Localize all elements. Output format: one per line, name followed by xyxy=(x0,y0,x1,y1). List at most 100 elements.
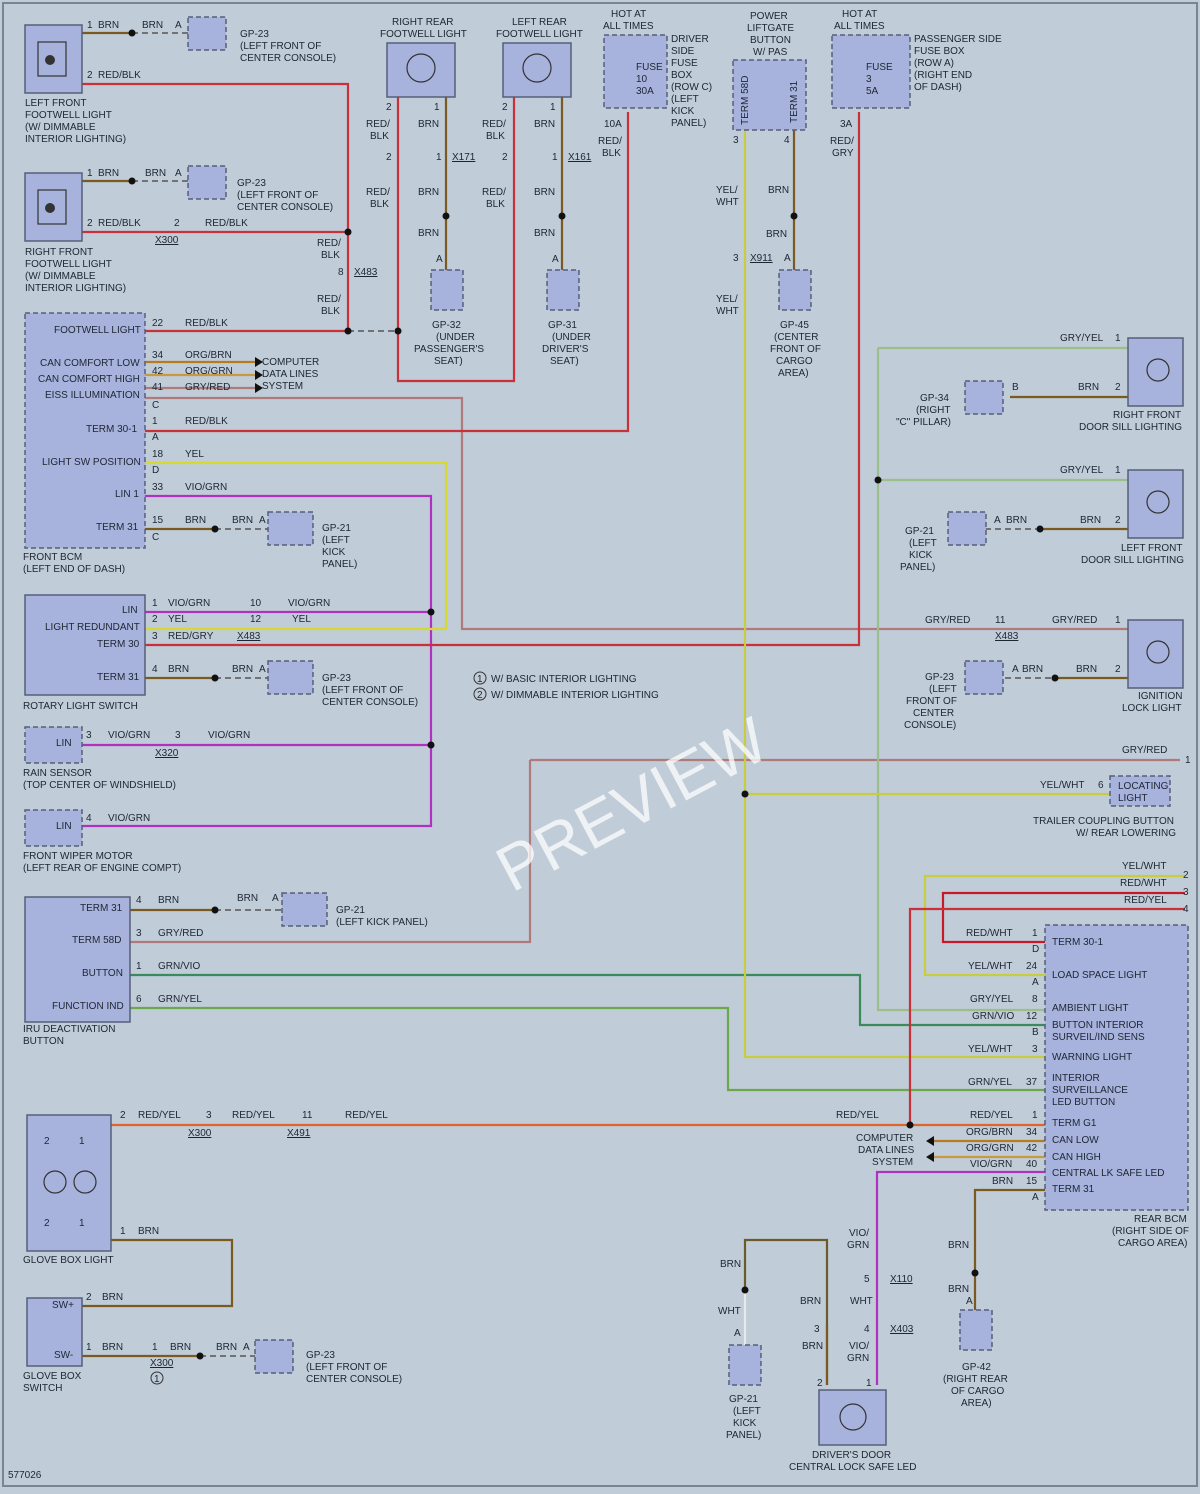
svg-text:YEL/WHT: YEL/WHT xyxy=(968,1044,1012,1055)
rotary-light-switch-box xyxy=(24,594,146,696)
svg-text:CONSOLE): CONSOLE) xyxy=(904,720,956,731)
svg-text:BLK: BLK xyxy=(321,306,340,317)
svg-text:RED/GRY: RED/GRY xyxy=(168,631,214,642)
svg-text:10A: 10A xyxy=(604,119,622,130)
svg-text:SIDE: SIDE xyxy=(671,46,695,57)
svg-text:AREA): AREA) xyxy=(778,368,809,379)
svg-text:GP-21: GP-21 xyxy=(905,526,934,537)
svg-text:GLOVE BOX LIGHT: GLOVE BOX LIGHT xyxy=(23,1255,114,1266)
svg-text:A: A xyxy=(1032,977,1039,988)
svg-text:BRN: BRN xyxy=(1076,664,1097,675)
svg-text:X320: X320 xyxy=(155,748,179,759)
svg-text:CENTER CONSOLE): CENTER CONSOLE) xyxy=(237,202,333,213)
svg-text:GP-34: GP-34 xyxy=(920,393,949,404)
svg-text:A: A xyxy=(966,1296,973,1307)
svg-text:VIO/: VIO/ xyxy=(849,1341,869,1352)
svg-text:FOOTWELL LIGHT: FOOTWELL LIGHT xyxy=(380,29,467,40)
svg-text:BRN: BRN xyxy=(800,1296,821,1307)
svg-text:2: 2 xyxy=(502,102,508,113)
svg-text:2: 2 xyxy=(87,70,93,81)
svg-text:RED/BLK: RED/BLK xyxy=(185,416,228,427)
svg-text:W/ REAR LOWERING: W/ REAR LOWERING xyxy=(1076,828,1176,839)
svg-text:FUNCTION IND: FUNCTION IND xyxy=(52,1001,124,1012)
svg-text:X483: X483 xyxy=(995,631,1019,642)
svg-text:1: 1 xyxy=(136,961,142,972)
svg-text:RIGHT REAR: RIGHT REAR xyxy=(392,17,454,28)
svg-text:2: 2 xyxy=(152,614,158,625)
svg-text:BLK: BLK xyxy=(370,131,389,142)
svg-text:YEL: YEL xyxy=(168,614,187,625)
svg-text:YEL/WHT: YEL/WHT xyxy=(1040,780,1084,791)
svg-text:LIGHT: LIGHT xyxy=(1118,793,1147,804)
svg-text:PANEL): PANEL) xyxy=(900,562,935,573)
svg-text:(ROW C): (ROW C) xyxy=(671,82,712,93)
svg-text:IRU DEACTIVATION: IRU DEACTIVATION xyxy=(23,1024,115,1035)
lf-sill-light-box xyxy=(1127,469,1184,539)
svg-text:24: 24 xyxy=(1026,961,1038,972)
svg-text:A: A xyxy=(436,254,443,265)
svg-text:GRY/YEL: GRY/YEL xyxy=(1060,465,1104,476)
svg-text:2: 2 xyxy=(817,1378,823,1389)
svg-text:GRY/RED: GRY/RED xyxy=(185,382,230,393)
svg-text:GRY: GRY xyxy=(832,148,854,159)
svg-text:W/ DIMMABLE INTERIOR LIGHTING: W/ DIMMABLE INTERIOR LIGHTING xyxy=(491,690,659,701)
svg-text:3: 3 xyxy=(733,135,739,146)
svg-text:BRN: BRN xyxy=(534,187,555,198)
svg-text:GP-32: GP-32 xyxy=(432,320,461,331)
svg-text:(LEFT KICK PANEL): (LEFT KICK PANEL) xyxy=(336,917,428,928)
svg-text:BRN: BRN xyxy=(1080,515,1101,526)
svg-text:(LEFT: (LEFT xyxy=(733,1406,761,1417)
svg-text:18: 18 xyxy=(152,449,164,460)
svg-text:GP-21: GP-21 xyxy=(729,1394,758,1405)
lf-footwell-label-3: (W/ DIMMABLE xyxy=(25,122,96,133)
svg-text:RED/: RED/ xyxy=(366,187,390,198)
svg-text:SYSTEM: SYSTEM xyxy=(262,381,303,392)
svg-text:FRONT OF: FRONT OF xyxy=(770,344,821,355)
svg-text:X300: X300 xyxy=(155,235,179,246)
svg-text:BRN: BRN xyxy=(1078,382,1099,393)
svg-text:IGNITION: IGNITION xyxy=(1138,691,1182,702)
svg-text:FOOTWELL LIGHT: FOOTWELL LIGHT xyxy=(54,325,141,336)
svg-text:TERM 58D: TERM 58D xyxy=(740,76,751,125)
svg-text:BRN: BRN xyxy=(418,187,439,198)
svg-text:40: 40 xyxy=(1026,1159,1038,1170)
svg-text:A: A xyxy=(784,253,791,264)
svg-text:42: 42 xyxy=(1026,1143,1038,1154)
svg-text:1: 1 xyxy=(1115,333,1121,344)
svg-text:BRN: BRN xyxy=(216,1342,237,1353)
svg-text:CENTRAL LK SAFE LED: CENTRAL LK SAFE LED xyxy=(1052,1168,1164,1179)
svg-text:WARNING LIGHT: WARNING LIGHT xyxy=(1052,1052,1132,1063)
svg-text:11: 11 xyxy=(995,615,1006,626)
svg-text:YEL/: YEL/ xyxy=(716,185,738,196)
rr-footwell-light-box xyxy=(386,42,456,98)
svg-text:INTERIOR LIGHTING): INTERIOR LIGHTING) xyxy=(25,283,126,294)
svg-text:BRN: BRN xyxy=(98,168,119,179)
svg-text:PASSENGER'S: PASSENGER'S xyxy=(414,344,484,355)
svg-text:2: 2 xyxy=(1115,664,1121,675)
svg-text:41: 41 xyxy=(152,382,164,393)
svg-text:2: 2 xyxy=(1183,870,1189,881)
svg-text:HOT AT: HOT AT xyxy=(611,9,646,20)
svg-text:TERM 31: TERM 31 xyxy=(1052,1184,1095,1195)
svg-text:1: 1 xyxy=(86,1342,92,1353)
svg-text:RIGHT FRONT: RIGHT FRONT xyxy=(1113,410,1181,421)
svg-text:LEFT REAR: LEFT REAR xyxy=(512,17,567,28)
svg-text:KICK: KICK xyxy=(733,1418,757,1429)
svg-text:DRIVER: DRIVER xyxy=(671,34,709,45)
glove-box-switch-box xyxy=(26,1297,83,1367)
svg-text:BLK: BLK xyxy=(602,148,621,159)
svg-text:BRN: BRN xyxy=(98,20,119,31)
svg-text:GP-42: GP-42 xyxy=(962,1362,991,1373)
svg-text:X491: X491 xyxy=(287,1128,311,1139)
svg-text:GP-23: GP-23 xyxy=(925,672,954,683)
svg-text:GRY/RED: GRY/RED xyxy=(925,615,970,626)
svg-text:RED/WHT: RED/WHT xyxy=(1120,878,1167,889)
svg-text:GRN: GRN xyxy=(847,1353,869,1364)
svg-text:BRN: BRN xyxy=(418,119,439,130)
svg-text:GRN/YEL: GRN/YEL xyxy=(968,1077,1012,1088)
svg-text:2: 2 xyxy=(386,152,392,163)
svg-text:BRN: BRN xyxy=(948,1284,969,1295)
svg-text:LEFT FRONT: LEFT FRONT xyxy=(1121,543,1182,554)
rain-sensor-box xyxy=(24,726,83,764)
